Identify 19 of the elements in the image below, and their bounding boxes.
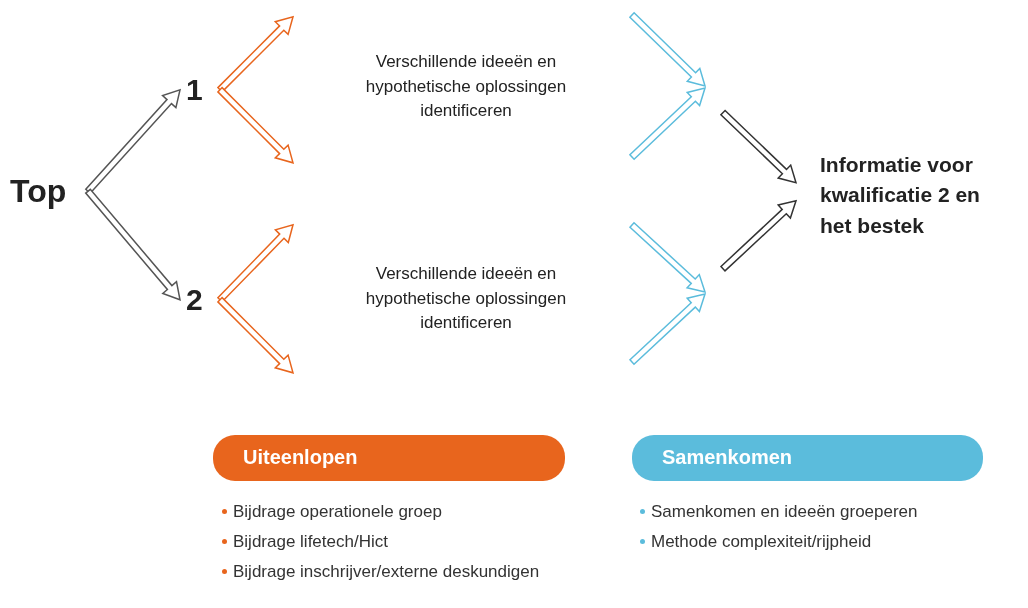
phase-pill: Uiteenlopen xyxy=(213,435,565,481)
arrow xyxy=(216,15,295,93)
bullet-text: Bijdrage lifetech/Hict xyxy=(233,532,388,551)
outcome-text: Informatie voor kwalificatie 2 en het bestek xyxy=(820,150,1016,242)
bullet-text: Samenkomen en ideeën groeperen xyxy=(651,502,918,521)
option-number: 1 xyxy=(186,68,212,112)
arrow xyxy=(719,109,798,184)
start-label: Top xyxy=(10,168,80,215)
arrow xyxy=(719,199,798,272)
bullet-text: Bijdrage operationele groep xyxy=(233,502,442,521)
phase-pill: Samenkomen xyxy=(632,435,983,481)
process-text: Verschillende ideeën en hypothetische oplossingen identificeren xyxy=(340,262,592,336)
process-text: Verschillende ideeën en hypothetische oplossingen identificeren xyxy=(340,50,592,124)
option-number: 2 xyxy=(186,278,212,322)
bullet-text: Bijdrage inschrijver/externe deskundigen xyxy=(233,562,540,581)
bullet-text: Methode complexiteit/rijpheid xyxy=(651,532,872,551)
arrow xyxy=(216,86,295,164)
arrow xyxy=(216,296,295,374)
arrow xyxy=(84,188,181,301)
